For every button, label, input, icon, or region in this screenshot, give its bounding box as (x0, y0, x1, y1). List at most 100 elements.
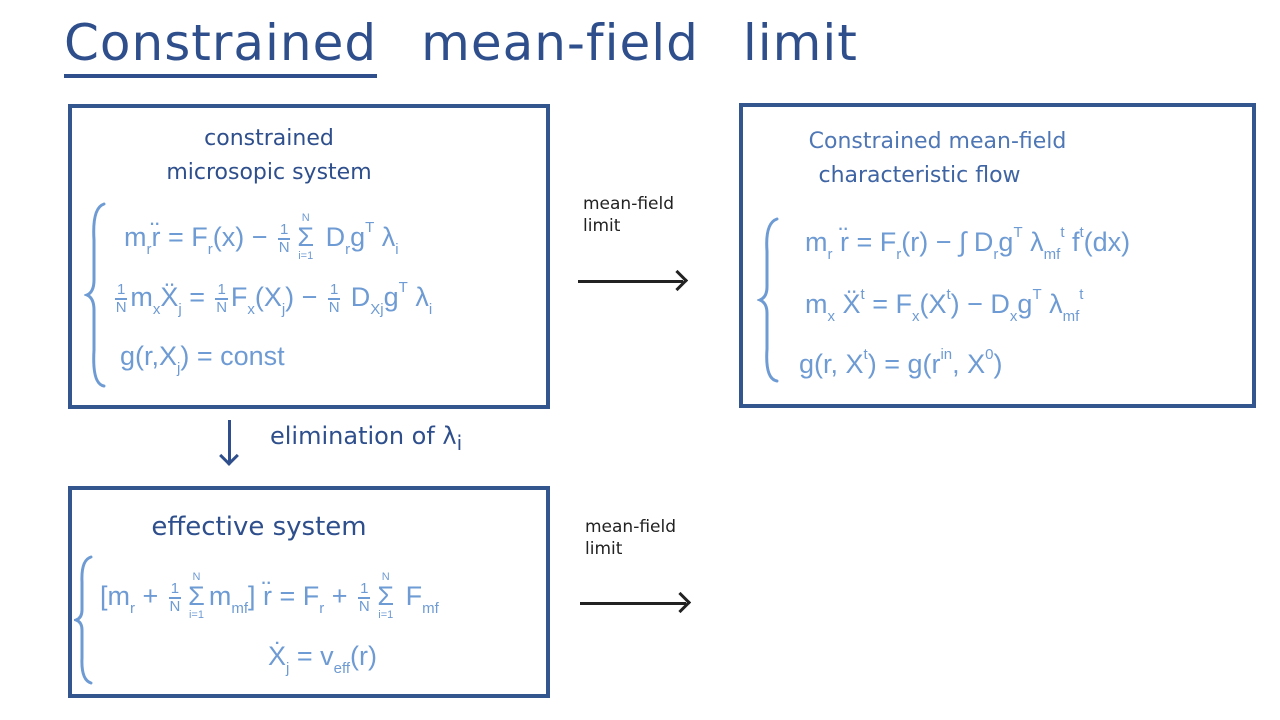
eq-superscript: in (940, 346, 953, 363)
eq-subscript: eff (333, 660, 351, 677)
eq-term: F (398, 581, 423, 611)
arrow-2-label-2: limit (585, 539, 623, 559)
eq-superscript: T (1013, 224, 1023, 241)
eq-term: F (230, 282, 248, 312)
flow-eq-2: mx Ẍt = Fx(Xt) − DxgT λmft (805, 287, 1083, 324)
elimination-sub: i (456, 430, 463, 455)
eq-term: + (324, 581, 356, 611)
eq-superscript: t (863, 346, 868, 363)
eq-subscript: r (319, 600, 325, 617)
eq-term: = (181, 282, 213, 312)
sigma-symbol: Σ (377, 581, 395, 611)
eq-term: ) (993, 349, 1003, 379)
eq-term: = v (289, 641, 334, 671)
sum-upper-limit: N (381, 571, 390, 583)
elimination-label: elimination of λi (270, 422, 462, 455)
eq-subscript: mf (422, 600, 439, 617)
eq-term: = F (160, 222, 208, 252)
fraction-denominator: N (328, 298, 340, 316)
eq-superscript: t (860, 286, 865, 303)
eq-time-derivative: r̈ (840, 227, 850, 257)
mean-field-arrow-2 (580, 602, 686, 605)
eq-term: m (208, 581, 232, 611)
eq-term: m (124, 222, 147, 252)
effective-heading: effective system (151, 512, 367, 542)
eq-term: (X (919, 289, 947, 319)
fraction-denominator: N (278, 238, 290, 256)
eq-subscript: x (911, 308, 920, 325)
eq-term: (dx) (1083, 227, 1131, 257)
eq-term: D (318, 222, 346, 252)
eq-subscript: r (207, 241, 213, 258)
title-limit: limit (742, 14, 858, 72)
eq-subscript: x (827, 308, 836, 325)
sum-lower-limit: i=1 (298, 250, 314, 262)
micro-heading-2: microsopic system (166, 160, 372, 185)
eq-subscript: mf (1043, 246, 1061, 263)
flow-eq-3: g(r, Xt) = g(rin, X0) (799, 347, 1003, 380)
eq-subscript: j (178, 301, 182, 318)
fraction-numerator: 1 (115, 280, 128, 300)
eq-subscript: x (247, 301, 255, 318)
sum-lower-limit: i=1 (188, 609, 204, 621)
arrow-2-label-1: mean-field (585, 517, 677, 537)
eq-term: ) − D (950, 289, 1010, 319)
eq-term: g(r, X (799, 349, 864, 379)
eq-subscript: mf (1062, 308, 1080, 325)
eq-subscript: j (286, 660, 290, 677)
fraction-denominator: N (358, 597, 370, 615)
microscopic-system-box: constrained microsopic system mrr̈ = Fr(… (68, 104, 550, 409)
micro-heading-1: constrained (204, 126, 334, 151)
eq-term: = F (272, 581, 320, 611)
effective-eq-2: Ẋj = veff(r) (268, 640, 377, 676)
page-title: Constrained mean-field limit (64, 14, 902, 78)
eq-time-derivative: Ẍ (160, 282, 179, 312)
eq-term: = F (864, 289, 912, 319)
eq-subscript: mf (231, 600, 248, 617)
eq-term: m (805, 289, 828, 319)
eq-superscript: 0 (985, 346, 994, 363)
eq-term: (r) − ∫ D (901, 227, 994, 257)
title-constrained: Constrained (64, 14, 378, 78)
elimination-arrow (228, 420, 231, 462)
eq-term: ) − (285, 282, 325, 312)
eq-subscript: i (428, 301, 433, 318)
eq-term: , X (952, 349, 986, 379)
eq-term: ) = const (180, 341, 285, 371)
title-mean-field: mean-field (421, 14, 699, 72)
eq-time-derivative: Ẋ (268, 641, 287, 671)
eq-time-derivative: r̈ (263, 581, 273, 611)
fraction-numerator: 1 (168, 579, 182, 599)
eq-subscript: Xj (370, 301, 384, 318)
fraction-denominator: N (169, 597, 181, 615)
eq-term: λ (1041, 289, 1063, 319)
left-brace-icon (74, 555, 93, 685)
arrow-1-label-1: mean-field (583, 194, 675, 214)
eq-term: g(r,X (120, 341, 178, 371)
eq-superscript: T (398, 279, 408, 296)
eq-term: g (383, 282, 399, 312)
arrow-1-label: mean-field limit (583, 193, 674, 237)
sum-lower-limit: i=1 (378, 609, 394, 621)
left-brace-icon (84, 202, 106, 388)
eq-subscript: x (1009, 308, 1018, 325)
eq-superscript: t (1079, 224, 1084, 241)
eq-term: g (998, 227, 1014, 257)
left-brace-icon (757, 217, 779, 383)
eq-superscript: T (365, 219, 375, 236)
eq-term: m (805, 227, 828, 257)
eq-superscript: t (1060, 224, 1065, 241)
eq-term: (x) − (212, 222, 276, 252)
eq-term: g (350, 222, 366, 252)
eq-term: λ (407, 282, 429, 312)
eq-term: f (1064, 227, 1080, 257)
eq-subscript: j (281, 301, 286, 318)
